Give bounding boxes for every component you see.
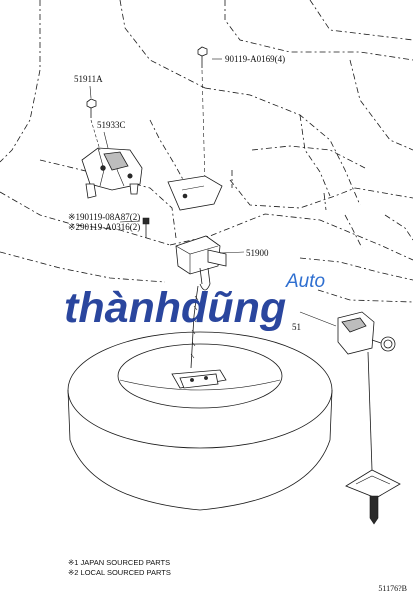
screw-90119-08a87 <box>119 217 150 238</box>
label-90119-a0316: ※290119-A0316(2) <box>68 222 140 232</box>
watermark-logo: Auto thànhdũng <box>64 271 325 332</box>
vehicle-frame-outline <box>0 0 413 303</box>
floor-bracket <box>167 175 223 211</box>
figure-code: 51176?B <box>378 584 407 593</box>
bolt-51911a <box>86 98 101 151</box>
note-local-sourced: ※2 LOCAL SOURCED PARTS <box>68 568 171 577</box>
detail-winch-assembly <box>299 311 401 525</box>
bolt-90119-a0169 <box>197 46 208 186</box>
label-51911a: 51911A <box>74 74 103 84</box>
label-90119-a0169: 90119-A0169(4) <box>225 54 285 64</box>
watermark-sub: Auto <box>285 271 325 292</box>
note-japan-sourced: ※1 JAPAN SOURCED PARTS <box>68 558 171 567</box>
spare-tire-hanger-51900 <box>175 235 245 291</box>
watermark-main: thànhdũng <box>64 284 286 332</box>
tire-clamp-plate <box>171 369 227 389</box>
label-51900: 51900 <box>246 248 269 258</box>
label-51-partial: 51 <box>292 322 301 332</box>
leader-lines <box>89 58 222 149</box>
spare-tire <box>67 331 333 511</box>
label-90119-08a87: ※190119-08A87(2) <box>68 212 140 222</box>
label-51933c: 51933C <box>97 120 126 130</box>
bracket-51933c <box>81 147 143 199</box>
